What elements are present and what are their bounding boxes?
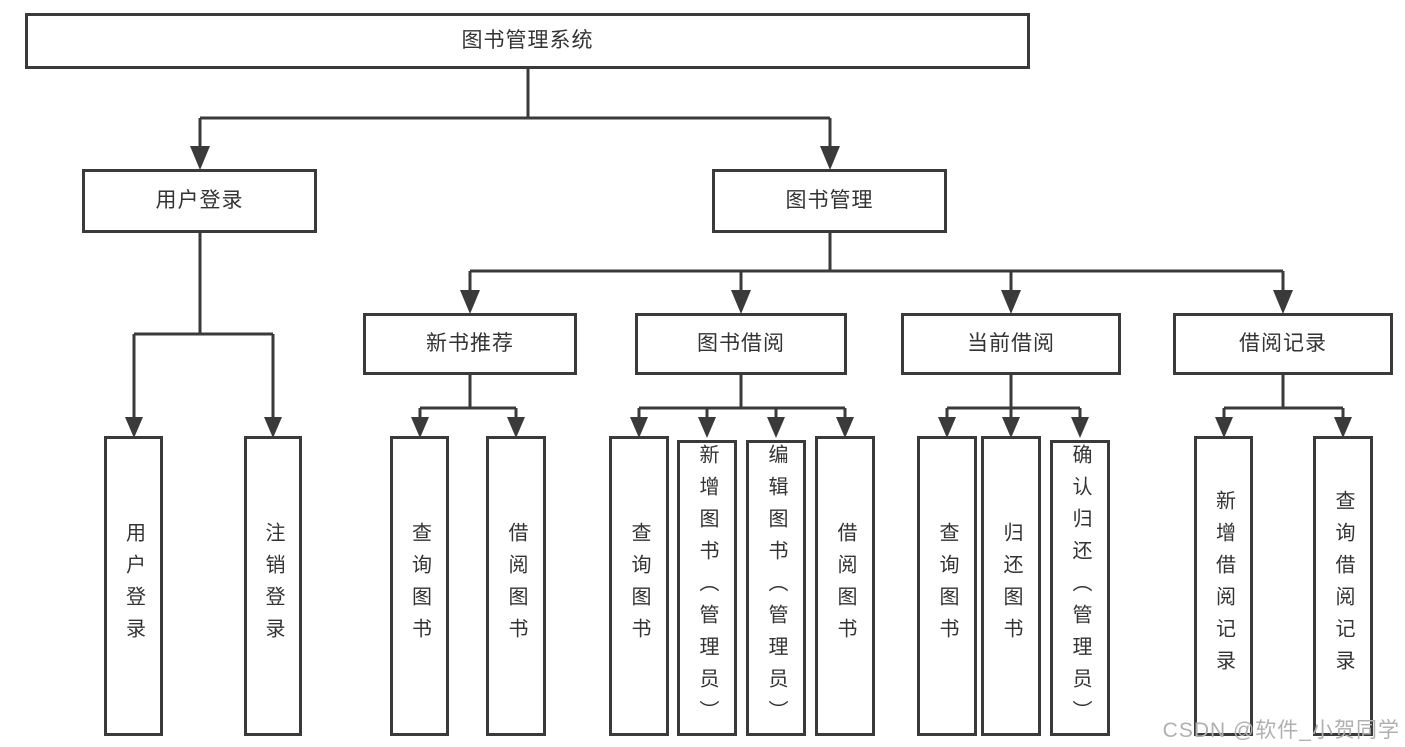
node-new-book-recommend: 新书推荐	[363, 313, 577, 375]
connector-lines	[132, 69, 1345, 420]
node-current-borrowing: 当前借阅	[901, 313, 1121, 375]
leaf-current-return-book: 归还图书	[981, 436, 1041, 736]
node-library-management-system: 图书管理系统	[25, 13, 1030, 69]
leaf-borrowing-add-book-admin: 新增图书（管理员）	[677, 440, 737, 736]
node-borrow-records: 借阅记录	[1173, 313, 1393, 375]
leaf-user-login: 用户登录	[104, 436, 163, 736]
connector-arrowheads	[125, 146, 1352, 438]
node-book-management: 图书管理	[712, 169, 947, 233]
leaf-recommend-query-book: 查询图书	[390, 436, 449, 736]
leaf-records-add-borrow-record: 新增借阅记录	[1194, 436, 1253, 736]
leaf-borrowing-edit-book-admin: 编辑图书（管理员）	[746, 440, 806, 736]
node-book-borrowing: 图书借阅	[635, 313, 847, 375]
leaf-current-query-book: 查询图书	[917, 436, 977, 736]
leaf-logout: 注销登录	[244, 436, 302, 736]
leaf-borrowing-borrow-book: 借阅图书	[815, 436, 875, 736]
node-user-login: 用户登录	[82, 169, 317, 233]
leaf-current-confirm-return-admin: 确认归还（管理员）	[1050, 440, 1110, 736]
leaf-records-query-borrow-record: 查询借阅记录	[1313, 436, 1373, 736]
leaf-borrowing-query-book: 查询图书	[609, 436, 669, 736]
leaf-recommend-borrow-book: 借阅图书	[486, 436, 546, 736]
csdn-watermark: CSDN @软件_小贺同学	[1162, 719, 1400, 742]
